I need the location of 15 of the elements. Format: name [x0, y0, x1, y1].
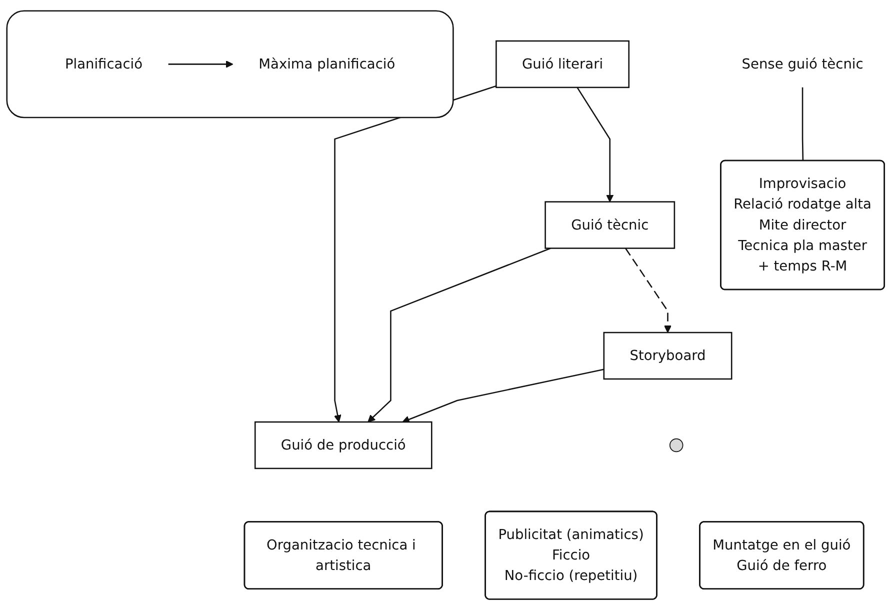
arrow	[168, 60, 234, 68]
node-box: Guió de producció	[254, 421, 432, 470]
node-box: Storyboard	[603, 332, 732, 380]
node-box: Guió literari	[496, 40, 630, 88]
arrow	[576, 87, 614, 202]
node-text: Planificació	[64, 56, 143, 72]
node-text: Sense guió tècnic	[742, 56, 864, 72]
cluster	[6, 10, 454, 118]
connector	[802, 87, 804, 161]
node-text: Màxima planificació	[258, 56, 396, 72]
arrow	[624, 248, 672, 333]
node-box: Guió tècnic	[544, 201, 676, 249]
arrow	[368, 248, 551, 422]
arrow	[402, 368, 604, 423]
node-ellipse	[669, 438, 684, 452]
